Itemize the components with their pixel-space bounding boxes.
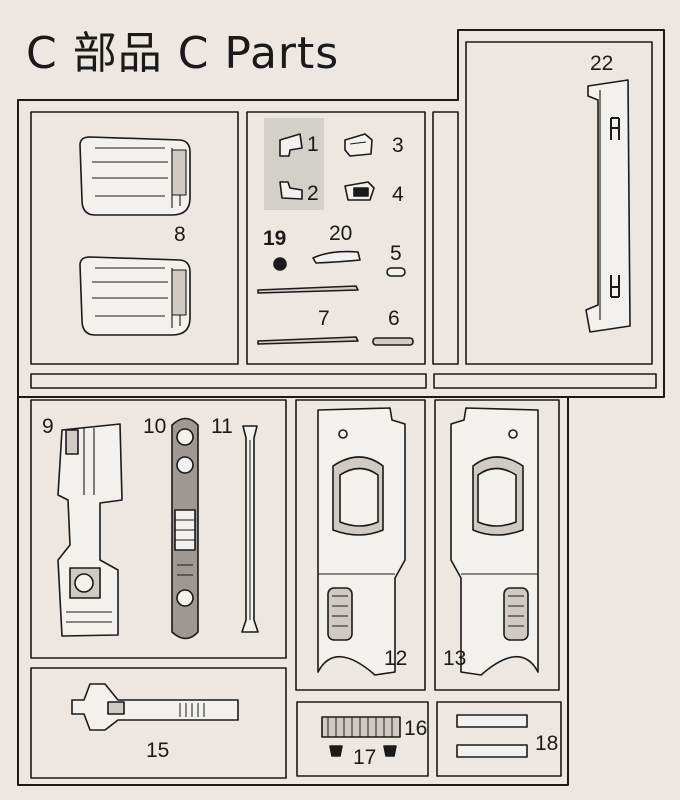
part-number-10: 10: [143, 415, 166, 438]
part-9: [57, 423, 123, 637]
part-number-20: 20: [329, 222, 352, 245]
part-12: [317, 407, 406, 676]
part-10: [171, 417, 199, 640]
sprue-frame: [17, 29, 665, 786]
part-8-seats: [79, 136, 191, 336]
page-title: C 部品 C Parts: [26, 28, 340, 79]
part-number-12: 12: [384, 647, 407, 670]
part-number-1: 1: [307, 133, 319, 156]
part-number-18: 18: [535, 732, 558, 755]
part-13: [450, 407, 539, 676]
part-18: [456, 714, 528, 758]
part-22: [585, 79, 631, 333]
part-number-22: 22: [590, 52, 613, 75]
part-number-4: 4: [392, 183, 404, 206]
part-number-11: 11: [211, 415, 233, 438]
part-number-3: 3: [392, 134, 404, 157]
part-number-9: 9: [42, 415, 54, 438]
part-11: [241, 425, 259, 633]
part-number-17: 17: [353, 746, 376, 769]
part-number-6: 6: [388, 307, 400, 330]
part-number-7: 7: [318, 307, 330, 330]
part-number-labels: 1 2 3 4 5 6 7 8 9 10 11 12 13 15 16 17 1…: [42, 52, 613, 769]
part-16-17: [321, 716, 401, 757]
part-number-5: 5: [390, 242, 402, 265]
part-number-16: 16: [404, 717, 427, 740]
part-number-19: 19: [263, 227, 286, 250]
part-15: [71, 683, 239, 731]
part-number-15: 15: [146, 739, 169, 762]
small-parts-group: [257, 118, 414, 346]
part-number-2: 2: [307, 182, 319, 205]
part-number-13: 13: [443, 647, 466, 670]
part-number-8: 8: [174, 223, 186, 246]
